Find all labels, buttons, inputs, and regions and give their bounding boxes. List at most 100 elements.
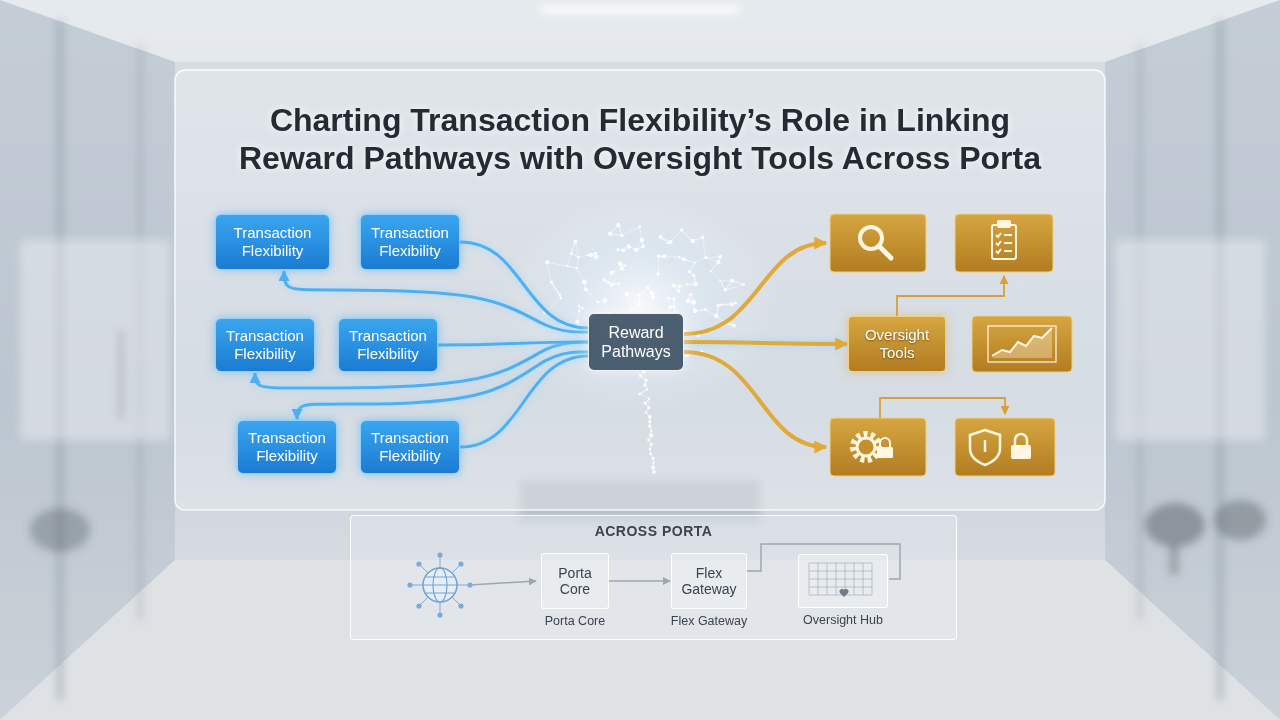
- neural-dot: [648, 425, 651, 428]
- neural-dot: [641, 245, 645, 249]
- chart-icon: [992, 328, 1052, 356]
- neural-dot: [650, 430, 652, 432]
- neural-dot: [693, 274, 696, 277]
- clipboard-icon: [1004, 234, 1012, 236]
- clipboard-icon: [996, 233, 1001, 237]
- neural-fiber: [640, 390, 648, 395]
- neural-dot: [720, 303, 723, 306]
- neural-dot: [719, 280, 721, 282]
- shield-lock-icon: [1015, 434, 1027, 445]
- gold-arrow: [684, 243, 826, 334]
- grid-icon: [799, 555, 889, 609]
- neural-dot: [578, 304, 580, 306]
- neural-dot: [616, 223, 620, 227]
- neural-fiber: [663, 256, 665, 257]
- neural-dot: [618, 262, 623, 267]
- glass-panel: [175, 70, 1105, 510]
- room-details: [1170, 545, 1178, 575]
- neural-fiber: [551, 282, 560, 294]
- neural-dot: [742, 283, 745, 286]
- neural-dot: [622, 249, 625, 252]
- neural-dot: [693, 282, 698, 287]
- blue-connector: [438, 342, 588, 345]
- chart-icon: [988, 326, 1056, 362]
- neural-dot: [680, 228, 683, 231]
- neural-dot: [625, 292, 629, 296]
- neural-dot: [627, 244, 631, 248]
- title-area: Charting Transaction Flexibility’s Role …: [222, 101, 1058, 178]
- shield-lock-box: [955, 418, 1055, 476]
- neural-dot: [694, 262, 696, 264]
- neural-dot: [649, 448, 651, 450]
- neural-dot: [624, 265, 626, 267]
- brain-glow: [505, 195, 775, 415]
- oversight-icon-boxes: [830, 214, 1072, 476]
- grid-line: [809, 571, 872, 572]
- neural-dot: [649, 452, 652, 455]
- neural-dot: [594, 252, 597, 255]
- gear-lock-icon: [853, 434, 893, 460]
- neural-dot: [650, 291, 654, 295]
- neural-dot: [718, 255, 722, 259]
- neural-dot: [639, 374, 642, 377]
- chart-box: [972, 316, 1072, 372]
- neural-dot: [609, 283, 613, 287]
- neural-fiber: [639, 295, 640, 304]
- neural-dot: [573, 240, 577, 244]
- blue-connector: [460, 242, 588, 328]
- neural-fiber: [648, 274, 659, 288]
- neural-fiber: [670, 230, 681, 242]
- neural-fiber: [547, 262, 551, 282]
- neural-dot: [734, 302, 737, 305]
- flexibility-box: Transaction Flexibility: [360, 214, 460, 270]
- neural-dot: [730, 279, 734, 283]
- room-details: [1115, 240, 1265, 440]
- neural-fiber: [567, 266, 577, 268]
- box-label: Transaction Flexibility: [224, 224, 321, 260]
- neural-dot: [704, 256, 707, 259]
- room-details: [1214, 500, 1266, 540]
- magnifier-box: [830, 214, 926, 272]
- neural-fiber: [551, 282, 560, 298]
- neural-dot: [581, 307, 583, 309]
- porta-panel: Porta CorePorta CoreFlex GatewayFlex Gat…: [350, 515, 957, 640]
- neural-dot: [677, 285, 680, 288]
- room-details: [30, 508, 90, 552]
- neural-dot: [678, 256, 681, 259]
- neural-fiber: [622, 227, 640, 236]
- neural-dot: [657, 272, 660, 275]
- neural-dot: [651, 466, 655, 470]
- brain-network: [543, 223, 745, 474]
- neural-dot: [638, 225, 641, 228]
- neural-fiber: [640, 394, 650, 399]
- neural-dot: [689, 293, 692, 296]
- neural-fiber: [575, 242, 578, 257]
- grid-line: [809, 579, 872, 580]
- gold-link: [880, 398, 1005, 418]
- neural-dot: [644, 402, 647, 405]
- neural-fiber: [578, 255, 587, 257]
- neural-dot: [645, 411, 647, 413]
- neural-dot: [648, 415, 652, 419]
- neural-fiber: [631, 304, 639, 309]
- neural-dot: [638, 393, 640, 395]
- neural-dot: [617, 282, 620, 285]
- clipboard-icon: [992, 221, 1016, 259]
- flexibility-box: Transaction Flexibility: [215, 318, 315, 372]
- neural-dot: [667, 297, 669, 299]
- box-caption: Oversight Hub: [803, 613, 883, 627]
- neural-dot: [701, 236, 705, 240]
- neural-dot: [578, 310, 580, 312]
- neural-dot: [663, 255, 666, 258]
- neural-fiber: [703, 237, 706, 257]
- gear-lock-icon: [877, 447, 893, 458]
- neural-dot: [651, 295, 654, 298]
- shield-lock-icon: [1011, 445, 1031, 459]
- neural-dot: [550, 281, 553, 284]
- neural-fiber: [705, 257, 707, 258]
- neural-dot: [566, 265, 568, 267]
- neural-dot: [691, 300, 696, 305]
- neural-dot: [634, 247, 638, 251]
- neural-dot: [575, 267, 577, 269]
